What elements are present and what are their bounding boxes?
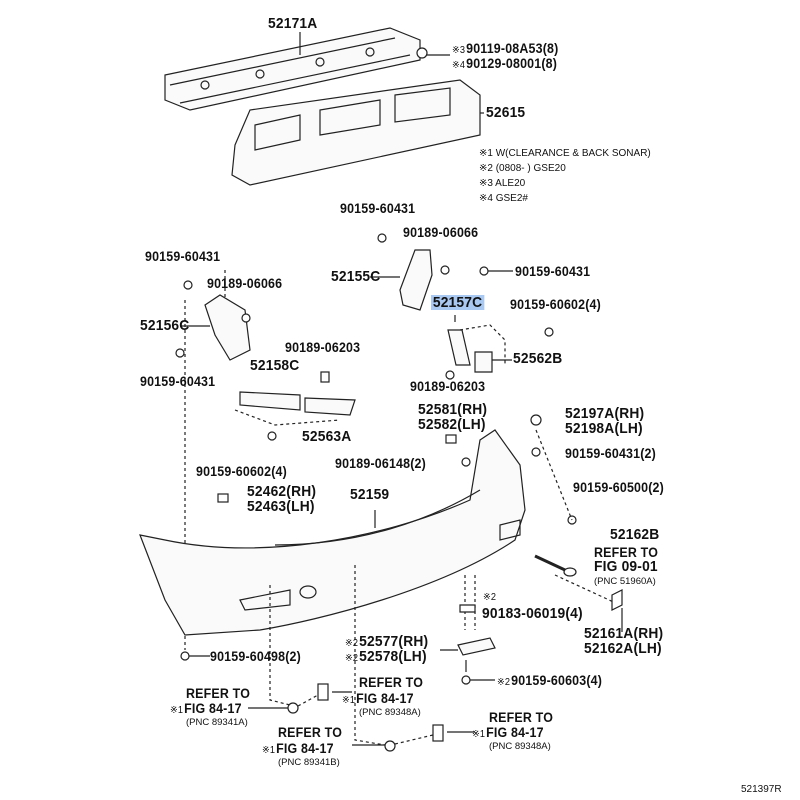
part-label-52161a: 52161A(RH) — [584, 625, 664, 642]
part-label-52563a: 52563A — [302, 428, 352, 445]
note-mark: ※2 — [483, 590, 497, 604]
refer-to-label: REFER TO — [278, 725, 343, 740]
part-label-52157c-highlighted[interactable]: 52157C — [431, 294, 485, 311]
part-number: 52578(LH) — [359, 648, 427, 665]
part-label-52581: 52581(RH) — [418, 401, 488, 418]
note-mark: ※1 — [472, 729, 486, 740]
note-mark: ※2 — [345, 638, 359, 649]
part-label-90159-60431: 90159-60431 — [140, 374, 216, 389]
bumper-reinforcement-drawing — [164, 27, 421, 111]
part-label-52615: 52615 — [486, 104, 526, 121]
fig-ref: FIG 84-17 — [184, 701, 242, 716]
part-label-52159: 52159 — [350, 486, 390, 503]
part-label-90189-06148: 90189-06148(2) — [335, 456, 426, 471]
part-label-52198a: 52198A(LH) — [565, 420, 643, 437]
fig-84-17-link[interactable]: ※1FIG 84-17 — [472, 725, 544, 742]
note-mark-2: ※2 — [483, 592, 497, 603]
energy-absorber-drawing — [231, 79, 484, 186]
part-number: 90129-08001(8) — [466, 56, 558, 71]
note-2: ※2 (0808- ) GSE20 — [479, 163, 566, 174]
refer-to-label: REFER TO — [186, 686, 251, 701]
part-label-52156c: 52156C — [140, 317, 190, 334]
bumper-cover-drawing — [139, 429, 526, 636]
fig-09-01-link[interactable]: FIG 09-01 — [594, 558, 658, 575]
part-label-90189-06066: 90189-06066 — [403, 225, 479, 240]
part-label-90129-08001: ※490129-08001(8) — [452, 56, 557, 73]
part-label-90159-60602: 90159-60602(4) — [510, 297, 601, 312]
part-label-52562b: 52562B — [513, 350, 563, 367]
part-label-90159-60431: 90159-60431 — [340, 201, 416, 216]
refer-to-label: REFER TO — [359, 675, 424, 690]
note-1: ※1 W(CLEARANCE & BACK SONAR) — [479, 148, 651, 159]
refer-to-label: REFER TO — [489, 710, 554, 725]
fig-ref: FIG 84-17 — [276, 741, 334, 756]
note-mark: ※1 — [170, 705, 184, 716]
part-label-90159-60498: 90159-60498(2) — [210, 649, 301, 664]
part-label-90159-60431: 90159-60431 — [515, 264, 591, 279]
part-label-90159-60603: ※290159-60603(4) — [497, 673, 602, 690]
pnc-51960a: (PNC 51960A) — [594, 576, 656, 587]
part-label-52162a: 52162A(LH) — [584, 640, 662, 657]
note-mark: ※1 — [262, 745, 276, 756]
part-label-90183-06019: 90183-06019(4) — [482, 605, 583, 622]
fig-84-17-link[interactable]: ※1FIG 84-17 — [342, 691, 414, 708]
bracket-52155c — [399, 249, 433, 311]
part-label-52578: ※252578(LH) — [345, 649, 427, 666]
part-label-52463: 52463(LH) — [247, 498, 315, 515]
part-label-52158c: 52158C — [250, 357, 300, 374]
part-label-52582: 52582(LH) — [418, 416, 486, 433]
part-label-52577: ※252577(RH) — [345, 634, 428, 651]
part-label-90189-06203: 90189-06203 — [410, 379, 486, 394]
part-label-52197a: 52197A(RH) — [565, 405, 645, 422]
part-label-52162b: 52162B — [610, 526, 660, 543]
fig-84-17-link[interactable]: ※1FIG 84-17 — [170, 701, 242, 718]
part-label-90159-60500: 90159-60500(2) — [573, 480, 664, 495]
part-label-90159-60602: 90159-60602(4) — [196, 464, 287, 479]
pnc-89341a: (PNC 89341A) — [186, 717, 248, 728]
part-label-52155c: 52155C — [331, 268, 381, 285]
note-4: ※4 GSE2# — [479, 193, 528, 204]
part-label-90119-08a53: ※390119-08A53(8) — [452, 41, 558, 58]
part-number: 90119-08A53(8) — [466, 41, 559, 56]
fig-ref: FIG 84-17 — [486, 725, 544, 740]
part-number: 52577(RH) — [359, 633, 429, 650]
part-label-52171a: 52171A — [268, 15, 318, 32]
fig-ref: FIG 84-17 — [356, 691, 414, 706]
part-label-90189-06066: 90189-06066 — [207, 276, 283, 291]
note-mark: ※4 — [452, 60, 466, 71]
part-label-90159-60431: 90159-60431 — [145, 249, 221, 264]
part-label-52462: 52462(RH) — [247, 483, 317, 500]
note-mark: ※3 — [452, 45, 466, 56]
note-3: ※3 ALE20 — [479, 178, 526, 189]
pnc-89348a: (PNC 89348A) — [359, 707, 421, 718]
fig-84-17-link[interactable]: ※1FIG 84-17 — [262, 741, 334, 758]
part-number: 90159-60603(4) — [511, 673, 603, 688]
note-mark: ※1 — [342, 695, 356, 706]
refer-to-label: REFER TO — [594, 545, 659, 560]
figure-id: 521397R — [741, 784, 782, 795]
part-label-90159-60431: 90159-60431(2) — [565, 446, 656, 461]
part-label-90189-06203: 90189-06203 — [285, 340, 361, 355]
pnc-89341b: (PNC 89341B) — [278, 757, 340, 768]
note-mark: ※2 — [345, 653, 359, 664]
note-mark: ※2 — [497, 677, 511, 688]
pnc-89348a: (PNC 89348A) — [489, 741, 551, 752]
